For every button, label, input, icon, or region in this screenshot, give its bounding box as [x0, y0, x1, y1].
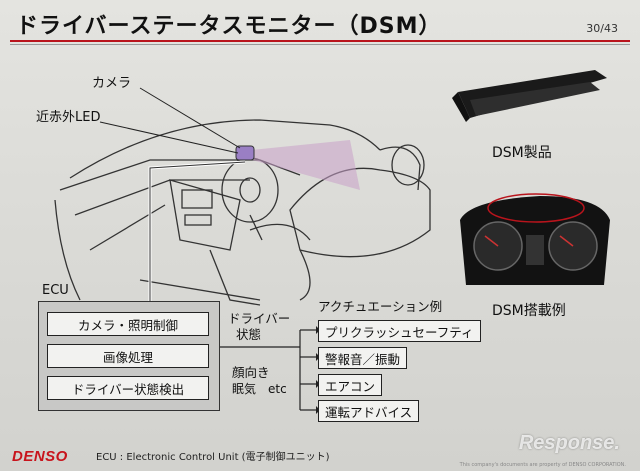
response-watermark: Response.: [518, 432, 620, 454]
dsm-product-image: [452, 70, 607, 122]
dsm-highlight-ellipse: [487, 193, 585, 223]
action-air-conditioner: エアコン: [318, 374, 383, 396]
ecu-wire: [148, 160, 246, 301]
face-direction-label: 顔向き: [232, 365, 270, 380]
dsm-installed-label: DSM搭載例: [492, 303, 566, 319]
drowsiness-label: 眠気 etc: [232, 382, 287, 396]
dsm-meter-cluster-image: [460, 193, 610, 285]
driver-state-label-line1: ドライバー: [228, 311, 291, 326]
driver-state-label-line2: 状態: [236, 327, 262, 342]
ecu-footnote: ECU : Electronic Control Unit (電子制御ユニット): [96, 452, 330, 463]
nir-led-label: 近赤外LED: [36, 110, 101, 125]
ecu-item-image-processing: 画像処理: [47, 344, 209, 368]
action-alarm-vibration: 警報音／振動: [318, 347, 408, 369]
camera-beam: [252, 140, 360, 190]
slide-title: ドライバーステータスモニター（DSM）: [16, 14, 442, 39]
copyright-fine-print: This company's documents are property of…: [459, 462, 626, 468]
dsm-product-label: DSM製品: [492, 145, 552, 161]
seat-outline: [289, 167, 431, 258]
action-pre-crash-safety: プリクラッシュセーフティ: [318, 320, 481, 342]
page-number: 30/43: [586, 22, 618, 35]
denso-logo: DENSO: [12, 448, 68, 465]
ecu-title: ECU: [42, 283, 69, 298]
ecu-box: カメラ・照明制御 画像処理 ドライバー状態検出: [38, 301, 220, 411]
ecu-item-driver-state-detection: ドライバー状態検出: [47, 376, 209, 400]
ecu-item-camera-lighting-control: カメラ・照明制御: [47, 312, 209, 336]
title-rule-red: [10, 40, 630, 42]
title-rule-grey: [10, 44, 630, 45]
slide-footer: DENSO ECU : Electronic Control Unit (電子制…: [0, 432, 640, 471]
windshield-top-line: [69, 119, 381, 179]
camera-label: カメラ: [92, 76, 132, 91]
actuation-header: アクチュエーション例: [318, 299, 443, 314]
action-driving-advice: 運転アドバイス: [318, 400, 420, 422]
camera-body: [235, 145, 255, 161]
